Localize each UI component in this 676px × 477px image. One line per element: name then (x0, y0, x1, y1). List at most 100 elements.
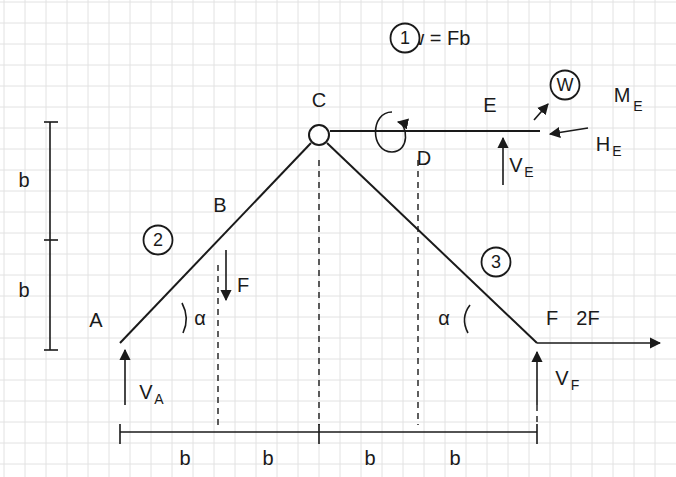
member-cf (327, 143, 537, 343)
label: F (546, 308, 558, 328)
label: A (89, 310, 102, 330)
grid-line (0, 170, 676, 171)
label: V (555, 368, 568, 388)
force-arrow (225, 250, 227, 300)
grid-line (487, 0, 488, 477)
dimension-tick (119, 424, 121, 444)
grid-line (0, 233, 676, 234)
dimension-line (120, 431, 537, 433)
label: b (18, 280, 29, 300)
grid-line (0, 296, 676, 297)
reaction-arrow (502, 138, 504, 185)
grid-line (466, 0, 467, 477)
label: b (179, 448, 190, 468)
dimension-tick (44, 349, 58, 351)
label: α (194, 308, 206, 328)
angle-arc (464, 305, 470, 333)
label: 2F (576, 308, 599, 328)
label: E (483, 95, 496, 115)
member-ce (330, 130, 540, 132)
grid-line (0, 338, 676, 339)
reaction-arrow (534, 104, 548, 120)
dimension-tick (536, 424, 538, 444)
grid-line (0, 254, 676, 255)
grid-line (130, 0, 131, 477)
grid-line (403, 0, 404, 477)
grid-line (0, 464, 676, 465)
label: B (213, 195, 226, 215)
label: b (18, 170, 29, 190)
dimension-line (49, 122, 51, 350)
grid-line (361, 0, 362, 477)
callout-circle: W (549, 69, 581, 101)
label: H (596, 134, 610, 154)
dimension-tick (44, 239, 58, 241)
callout-circle: 3 (480, 246, 512, 278)
guide-line (217, 265, 218, 425)
grid-line (0, 191, 676, 192)
guide-line (417, 160, 418, 425)
grid-line (235, 0, 236, 477)
grid-line (0, 401, 676, 402)
grid-line (109, 0, 110, 477)
grid-line (529, 0, 530, 477)
circle-outline (482, 248, 511, 277)
label: A (154, 392, 163, 406)
grid-line (46, 0, 47, 477)
callout-number: 3 (491, 253, 501, 271)
label: α (438, 308, 450, 328)
callout-number: 2 (153, 231, 163, 249)
moment-arrow (376, 112, 406, 152)
grid-line (0, 128, 676, 129)
label: b (364, 448, 375, 468)
grid-line (67, 0, 68, 477)
grid-line (424, 0, 425, 477)
grid-line (4, 0, 5, 477)
callout-circle: 1 (389, 22, 421, 54)
label: F (571, 378, 580, 392)
reaction-arrow (124, 350, 126, 405)
grid-line (0, 44, 676, 45)
guide-line (536, 405, 537, 425)
grid-line (0, 275, 676, 276)
grid-line (0, 359, 676, 360)
label: V (139, 382, 152, 402)
label: D (417, 148, 431, 168)
label: E (633, 99, 642, 113)
grid-line (613, 0, 614, 477)
reaction-arrow (550, 128, 588, 134)
grid-line (508, 0, 509, 477)
grid-line (0, 212, 676, 213)
grid-line (193, 0, 194, 477)
label: V (509, 155, 522, 175)
grid-line (550, 0, 551, 477)
grid-line (382, 0, 383, 477)
circle-outline (144, 226, 173, 255)
label: F (237, 275, 249, 295)
guide-line (318, 160, 319, 425)
member-ac (120, 143, 311, 343)
grid-line (298, 0, 299, 477)
label: C (312, 90, 326, 110)
grid-line (25, 0, 26, 477)
grid-line (277, 0, 278, 477)
reaction-arrow (536, 352, 538, 405)
label: E (524, 165, 533, 179)
grid-line (592, 0, 593, 477)
grid-line (0, 2, 676, 3)
circle-outline (551, 71, 580, 100)
grid-line (0, 107, 676, 108)
grid-line (319, 0, 320, 477)
grid-line (0, 443, 676, 444)
label: E (612, 144, 621, 158)
label: b (262, 448, 273, 468)
callout-number: 1 (400, 29, 410, 47)
grid-line (88, 0, 89, 477)
label: b (449, 448, 460, 468)
grid-line (0, 23, 676, 24)
grid-line (445, 0, 446, 477)
grid-line (0, 149, 676, 150)
callout-circle: 2 (142, 224, 174, 256)
